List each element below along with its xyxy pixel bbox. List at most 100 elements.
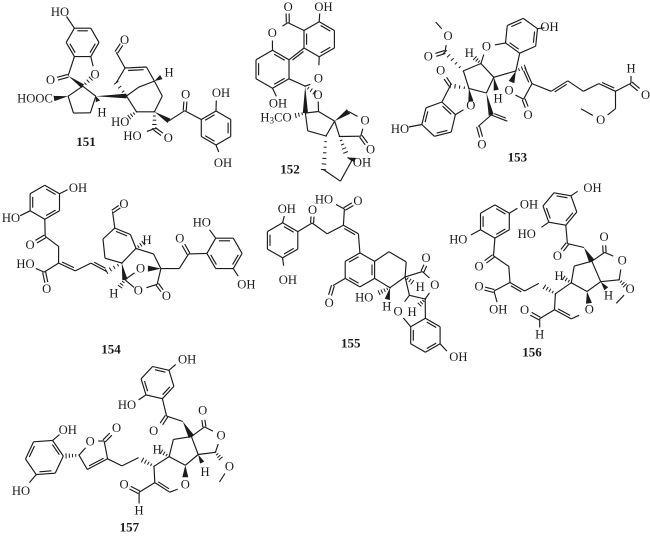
svg-text:O: O <box>314 71 323 85</box>
svg-text:H: H <box>416 280 425 294</box>
svg-text:O: O <box>430 278 439 292</box>
svg-text:O: O <box>443 29 452 43</box>
svg-text:O: O <box>523 108 532 122</box>
svg-text:OH: OH <box>237 277 255 291</box>
svg-text:H: H <box>493 92 502 106</box>
svg-text:O: O <box>482 39 491 53</box>
svg-text:O: O <box>424 50 433 64</box>
svg-text:O: O <box>308 203 317 217</box>
svg-text:H: H <box>109 287 118 301</box>
svg-text:H: H <box>164 66 173 80</box>
svg-text:H: H <box>135 504 144 518</box>
svg-text:HOOC: HOOC <box>17 92 53 106</box>
svg-text:O: O <box>393 305 402 319</box>
svg-text:O: O <box>119 478 128 492</box>
svg-text:H: H <box>153 443 162 457</box>
svg-text:HO: HO <box>111 115 129 129</box>
svg-text:O: O <box>474 280 483 294</box>
svg-text:O: O <box>46 73 55 87</box>
svg-text:O: O <box>175 232 184 246</box>
svg-text:OH: OH <box>314 0 332 14</box>
svg-text:O: O <box>181 478 190 492</box>
svg-text:O: O <box>641 88 650 102</box>
svg-text:O: O <box>268 26 277 40</box>
svg-text:OH: OH <box>278 202 296 216</box>
svg-text:H: H <box>407 305 416 319</box>
svg-text:O: O <box>313 88 322 102</box>
svg-text:O: O <box>325 296 334 310</box>
svg-text:O: O <box>42 282 51 296</box>
svg-text:157: 157 <box>120 519 140 534</box>
svg-text:O: O <box>353 194 362 208</box>
svg-text:155: 155 <box>341 336 361 351</box>
svg-text:HO: HO <box>2 211 20 225</box>
svg-text:O: O <box>162 289 171 303</box>
svg-text:OH: OH <box>489 302 507 316</box>
svg-text:O: O <box>112 421 121 435</box>
svg-text:156: 156 <box>522 345 542 360</box>
svg-text:HO: HO <box>391 122 409 136</box>
svg-text:O: O <box>585 303 594 317</box>
svg-text:OH: OH <box>178 352 196 366</box>
svg-text:H: H <box>465 46 474 60</box>
svg-text:O: O <box>86 434 95 448</box>
svg-text:HO: HO <box>118 398 136 412</box>
svg-text:HO: HO <box>518 227 536 241</box>
svg-text:O: O <box>26 238 35 252</box>
svg-text:O: O <box>136 262 145 276</box>
svg-text:O: O <box>366 143 375 157</box>
svg-text:OH: OH <box>540 20 558 34</box>
svg-text:O: O <box>625 282 634 296</box>
svg-text:O: O <box>504 84 513 98</box>
svg-text:O: O <box>119 197 128 211</box>
svg-text:O: O <box>436 63 445 77</box>
svg-text:O: O <box>181 87 190 101</box>
svg-text:OH: OH <box>449 350 467 364</box>
svg-text:H: H <box>535 328 544 342</box>
svg-text:O: O <box>90 68 99 82</box>
svg-text:O: O <box>553 249 562 263</box>
svg-text:151: 151 <box>76 134 96 149</box>
svg-text:HO: HO <box>355 290 373 304</box>
svg-text:OH: OH <box>269 97 287 111</box>
svg-text:H: H <box>604 288 613 302</box>
svg-text:O: O <box>216 429 225 443</box>
svg-text:HO: HO <box>123 129 141 143</box>
svg-text:H: H <box>201 465 210 479</box>
svg-text:O: O <box>520 303 529 317</box>
svg-text:O: O <box>198 404 207 418</box>
svg-text:O: O <box>360 114 369 128</box>
svg-text:HO: HO <box>193 216 211 230</box>
svg-text:153: 153 <box>508 149 528 164</box>
svg-text:OH: OH <box>212 86 230 100</box>
svg-text:HO: HO <box>315 192 333 206</box>
svg-text:OH: OH <box>353 156 371 170</box>
svg-text:152: 152 <box>280 162 300 177</box>
svg-text:O: O <box>599 230 608 244</box>
svg-text:HO: HO <box>16 257 34 271</box>
svg-text:O: O <box>477 138 486 152</box>
svg-text:H3CO: H3CO <box>260 111 291 126</box>
svg-text:H: H <box>554 269 563 283</box>
svg-text:O: O <box>596 113 605 127</box>
svg-text:OH: OH <box>583 181 601 195</box>
svg-text:HO: HO <box>449 232 467 246</box>
svg-text:H: H <box>626 62 635 76</box>
svg-text:HO: HO <box>51 5 69 19</box>
svg-text:O: O <box>466 99 475 113</box>
svg-text:HO: HO <box>12 484 30 498</box>
svg-text:O: O <box>134 283 143 297</box>
svg-text:OH: OH <box>279 273 297 287</box>
svg-text:O: O <box>284 0 293 14</box>
svg-text:OH: OH <box>214 156 232 170</box>
svg-text:H: H <box>97 106 106 120</box>
svg-text:O: O <box>164 131 173 145</box>
svg-text:OH: OH <box>59 423 77 437</box>
svg-text:OH: OH <box>520 197 538 211</box>
svg-text:H: H <box>382 300 391 314</box>
svg-text:O: O <box>225 459 234 473</box>
svg-text:O: O <box>474 260 483 274</box>
svg-text:154: 154 <box>101 342 121 357</box>
svg-text:O: O <box>421 251 430 265</box>
svg-text:H: H <box>142 233 151 247</box>
